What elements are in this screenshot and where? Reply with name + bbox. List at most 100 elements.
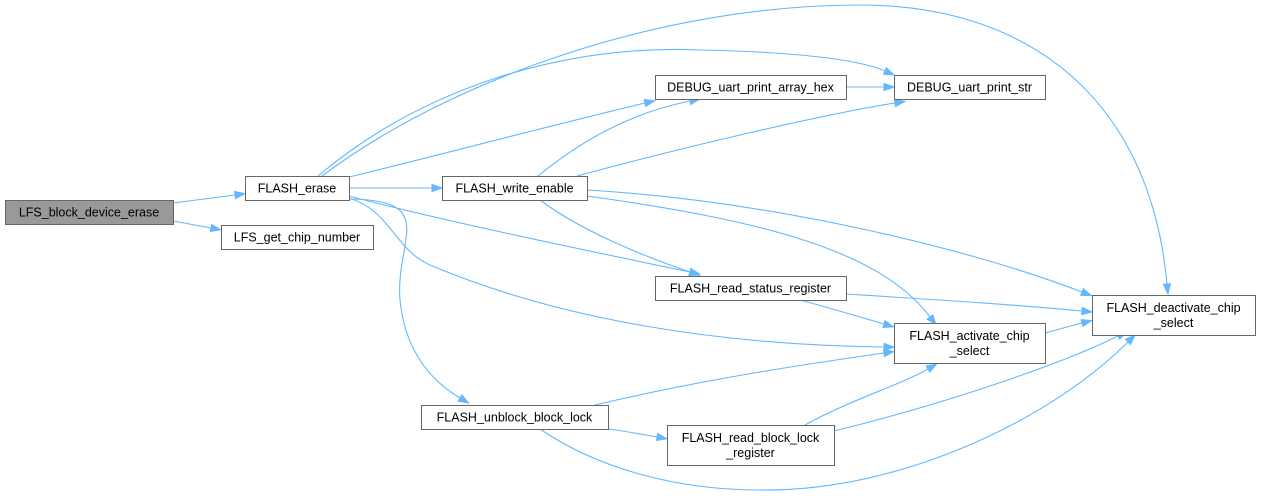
arrowhead-icon <box>1081 306 1094 316</box>
node-label: _select <box>1153 316 1194 330</box>
arrowhead-icon <box>1080 318 1094 328</box>
node-label: FLASH_deactivate_chip <box>1106 301 1240 315</box>
node-label: DEBUG_uart_print_array_hex <box>667 81 834 95</box>
edge-flash_read_status_register-to-flash_deactivate_chip_select <box>845 293 1094 316</box>
arrowhead-icon <box>643 98 657 108</box>
edge-flash_unblock_block_lock-to-flash_activate_chip_select <box>594 348 896 406</box>
edge-line <box>586 189 1083 293</box>
edge-flash_erase-to-flash_write_enable <box>349 183 444 193</box>
edge-line <box>172 220 212 229</box>
node-flash_write_enable[interactable]: FLASH_write_enable <box>442 176 588 201</box>
edge-flash_erase-to-flash_deactivate_chip_select <box>321 4 1172 296</box>
arrowhead-icon <box>1124 333 1137 346</box>
node-flash_read_block_lock_register[interactable]: FLASH_read_block_lock_register <box>667 425 835 466</box>
arrowhead-icon <box>883 82 896 92</box>
node-label: _register <box>725 446 775 460</box>
node-flash_read_status_register[interactable]: FLASH_read_status_register <box>655 276 847 301</box>
edge-line <box>594 352 885 406</box>
edge-line <box>607 428 658 438</box>
edge-line <box>539 199 691 273</box>
arrowhead-icon <box>1079 287 1093 297</box>
edge-line <box>348 197 885 348</box>
edge-flash_read_block_lock_register-to-flash_activate_chip_select <box>804 363 938 426</box>
edge-flash_unblock_block_lock-to-flash_read_block_lock_register <box>607 428 669 442</box>
node-label: DEBUG_uart_print_str <box>907 81 1032 95</box>
edge-flash_write_enable-to-debug_uart_print_str <box>576 98 907 177</box>
node-box <box>655 75 847 100</box>
arrowhead-icon <box>925 363 938 373</box>
arrowhead-icon <box>926 314 937 327</box>
edge-line <box>539 341 1129 491</box>
arrowhead-icon <box>209 223 223 233</box>
node-label: _select <box>949 344 990 358</box>
edge-flash_write_enable-to-flash_read_status_register <box>539 199 701 276</box>
node-flash_erase[interactable]: FLASH_erase <box>245 176 350 201</box>
edge-line <box>537 100 691 177</box>
edge-flash_erase-to-debug_uart_print_array_hex <box>348 98 657 178</box>
node-box <box>894 75 1046 100</box>
edge-line <box>348 195 691 273</box>
arrowhead-icon <box>431 183 444 193</box>
arrowhead-icon <box>893 98 907 108</box>
arrowhead-icon <box>882 319 896 328</box>
arrowhead-icon <box>457 394 470 404</box>
node-label: FLASH_unblock_block_lock <box>437 411 593 425</box>
node-flash_activate_chip_select[interactable]: FLASH_activate_chip_select <box>894 323 1046 364</box>
edge-flash_unblock_block_lock-to-flash_deactivate_chip_select <box>539 333 1137 491</box>
edge-line <box>804 368 929 426</box>
edge-flash_erase-to-flash_unblock_block_lock <box>348 198 470 404</box>
arrowhead-icon <box>233 190 247 200</box>
edge-line <box>799 299 885 325</box>
node-box <box>5 200 174 225</box>
node-label: FLASH_write_enable <box>455 182 573 196</box>
edge-line <box>845 293 1083 312</box>
node-box <box>442 176 588 201</box>
edge-lfs_block_device_erase-to-flash_erase <box>172 190 247 204</box>
edge-debug_uart_print_array_hex-to-debug_uart_print_str <box>846 82 896 92</box>
node-debug_uart_print_array_hex[interactable]: DEBUG_uart_print_array_hex <box>655 75 847 100</box>
arrowhead-icon <box>883 342 896 352</box>
node-lfs_block_device_erase[interactable]: LFS_block_device_erase <box>5 200 174 225</box>
node-box <box>221 225 374 250</box>
node-debug_uart_print_str[interactable]: DEBUG_uart_print_str <box>894 75 1046 100</box>
node-box <box>894 323 1046 364</box>
edge-line <box>317 48 886 177</box>
edge-line <box>348 198 461 399</box>
nodes-layer: LFS_block_device_erase FLASH_eraseLFS_get… <box>5 75 1256 466</box>
edge-line <box>348 102 646 178</box>
edge-line <box>321 4 1168 285</box>
node-box <box>667 425 835 466</box>
arrowhead-icon <box>655 432 669 442</box>
edge-flash_read_status_register-to-flash_activate_chip_select <box>799 299 896 328</box>
edge-flash_erase-to-flash_activate_chip_select <box>348 197 896 352</box>
node-label: FLASH_read_block_lock <box>682 431 820 445</box>
arrowhead-icon <box>688 267 701 276</box>
edge-line <box>833 335 1119 432</box>
edge-line <box>576 102 896 177</box>
edge-flash_write_enable-to-flash_activate_chip_select <box>586 195 937 327</box>
arrowhead-icon <box>882 66 896 76</box>
edge-flash_erase-to-debug_uart_print_str <box>317 48 896 177</box>
node-flash_deactivate_chip_select[interactable]: FLASH_deactivate_chip_select <box>1092 295 1256 336</box>
edges-layer <box>172 4 1172 491</box>
edge-line <box>1044 322 1083 334</box>
edge-flash_write_enable-to-flash_deactivate_chip_select <box>586 189 1093 297</box>
node-box <box>655 276 847 301</box>
node-box <box>1092 295 1256 336</box>
arrowhead-icon <box>882 348 896 358</box>
node-box <box>421 405 609 430</box>
edge-line <box>172 194 236 204</box>
node-flash_unblock_block_lock[interactable]: FLASH_unblock_block_lock <box>421 405 609 430</box>
edge-lfs_block_device_erase-to-lfs_get_chip_number <box>172 220 223 233</box>
node-label: FLASH_erase <box>258 182 337 196</box>
arrowhead-icon <box>1162 283 1172 296</box>
edge-flash_activate_chip_select-to-flash_deactivate_chip_select <box>1044 318 1094 334</box>
node-label: FLASH_activate_chip <box>909 329 1029 343</box>
node-label: FLASH_read_status_register <box>670 282 831 296</box>
node-box <box>245 176 350 201</box>
node-lfs_get_chip_number[interactable]: LFS_get_chip_number <box>221 225 374 250</box>
edge-line <box>586 195 931 318</box>
node-label: LFS_block_device_erase <box>19 206 159 220</box>
node-label: LFS_get_chip_number <box>234 231 360 245</box>
